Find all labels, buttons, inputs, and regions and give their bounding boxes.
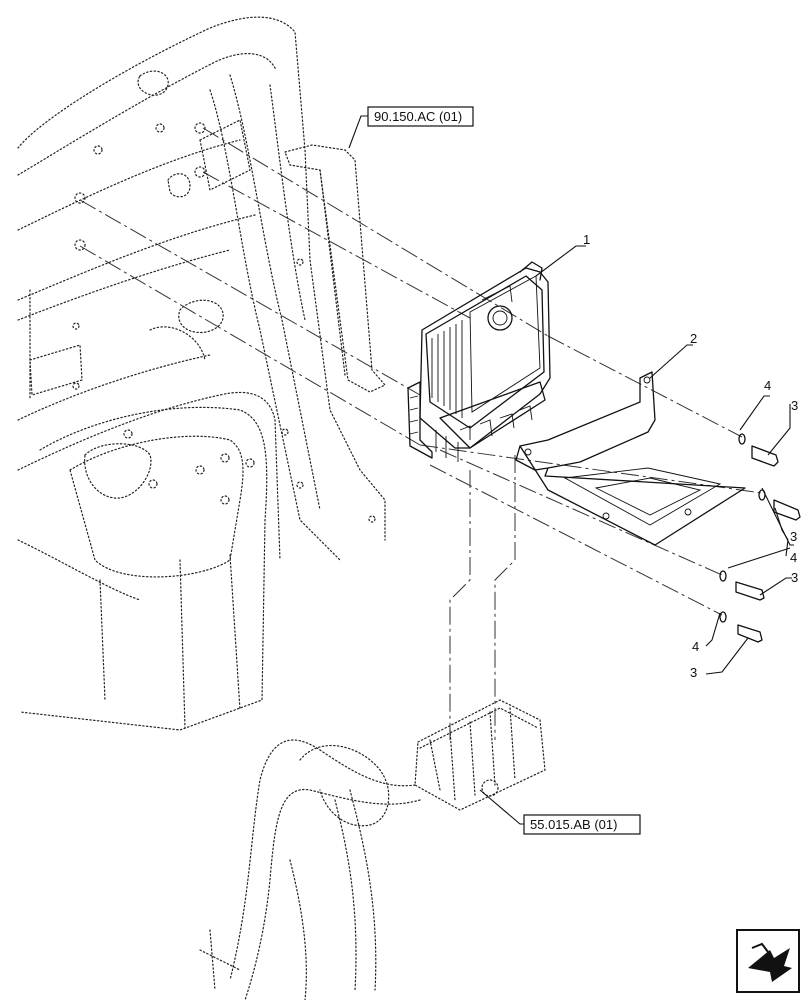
svg-text:55.015.AB (01): 55.015.AB (01) [530,817,617,832]
svg-text:90.150.AC (01): 90.150.AC (01) [374,109,462,124]
callout-4b: 4 [790,550,797,565]
callout-4c: 4 [692,639,699,654]
mounting-bracket-part-2 [515,371,746,546]
callout-3b: 3 [790,529,797,544]
hardware-washers-and-bolts [719,433,801,643]
callout-3c: 3 [791,570,798,585]
cab-structure [17,16,386,731]
callout-3d: 3 [690,665,697,680]
reference-label-bottom[interactable]: 55.015.AB (01) [479,789,641,835]
callout-4a: 4 [764,378,771,393]
callout-2: 2 [690,331,697,346]
ecu-controller-part-1 [407,261,551,462]
reference-label-top[interactable]: 90.150.AC (01) [348,106,474,149]
assembly-center-lines [79,127,763,740]
view-arrow-icon[interactable] [736,929,800,993]
wiring-harness [199,699,546,1000]
callout-leaders [535,245,794,675]
callout-3a: 3 [791,398,798,413]
callout-1: 1 [583,232,590,247]
